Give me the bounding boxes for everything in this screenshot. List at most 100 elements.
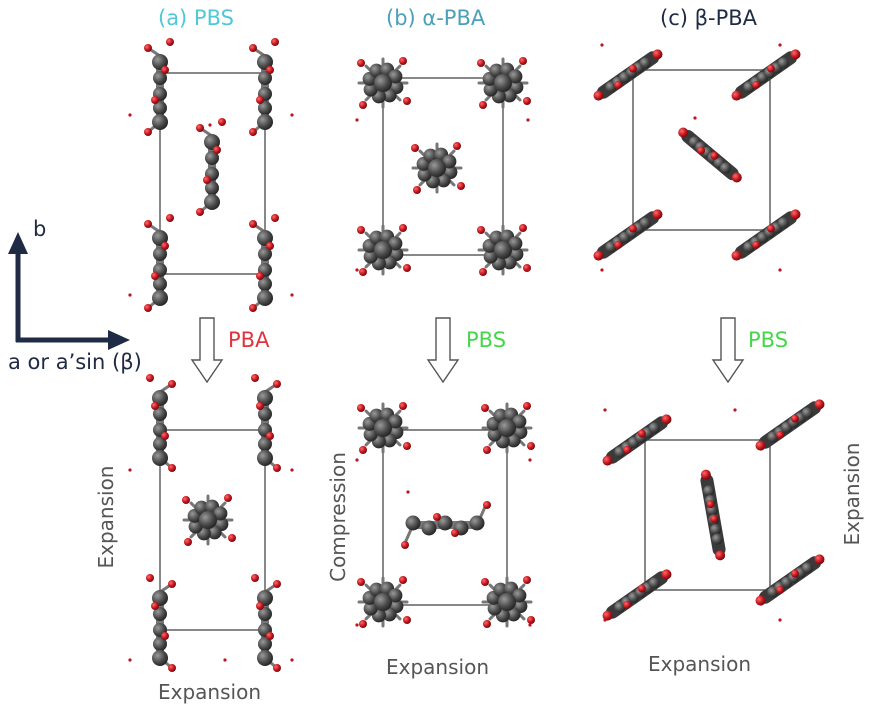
- oxygen-atom: [249, 128, 257, 136]
- oxygen-fragment: [223, 658, 227, 662]
- oxygen-fragment: [128, 113, 132, 117]
- oxygen-atom: [399, 224, 407, 232]
- oxygen-atom: [213, 146, 221, 154]
- oxygen-atom: [256, 602, 264, 610]
- carbon-atom: [257, 590, 273, 606]
- carbon-atom: [207, 525, 222, 540]
- oxygen-atom: [481, 578, 489, 586]
- carbon-atom: [801, 407, 813, 419]
- carbon-atom: [512, 414, 527, 429]
- oxygen-atom: [273, 380, 281, 388]
- oxygen-atom: [399, 57, 407, 65]
- molecule-chain: [144, 38, 174, 136]
- panel-b-title: (b) α-PBA: [386, 6, 486, 30]
- oxygen-atom: [477, 226, 485, 234]
- carbon-atom: [489, 63, 504, 78]
- oxygen-atom: [251, 374, 259, 382]
- oxygen-atom: [411, 144, 419, 152]
- oxygen-atom: [790, 209, 801, 220]
- carbon-atom: [258, 247, 272, 261]
- carbon-atom: [777, 217, 789, 229]
- panel-b-side-label: Compression: [326, 452, 350, 582]
- carbon-atom: [382, 255, 397, 270]
- oxygen-atom: [266, 432, 274, 440]
- oxygen-fragment: [526, 268, 530, 272]
- carbon-atom: [152, 650, 168, 666]
- oxygen-fragment: [406, 490, 410, 494]
- oxygen-atom: [161, 432, 169, 440]
- oxygen-fragment: [355, 458, 359, 462]
- oxygen-fragment: [603, 408, 607, 412]
- oxygen-atom: [623, 600, 632, 609]
- axis-a-arrowhead: [108, 330, 130, 350]
- carbon-atom: [388, 236, 403, 251]
- oxygen-atom: [623, 445, 632, 454]
- carbon-atom: [436, 173, 451, 188]
- oxygen-atom: [249, 304, 257, 312]
- carbon-atom: [777, 57, 789, 69]
- carbon-atom: [494, 241, 512, 259]
- oxygen-fragment: [778, 43, 782, 47]
- molecule-stick: [731, 209, 801, 261]
- carbon-atom: [388, 69, 403, 84]
- carbon-atom: [487, 601, 502, 616]
- carbon-atom: [506, 433, 521, 448]
- carbon-atom: [428, 159, 446, 177]
- molecule-star: [481, 576, 535, 628]
- oxygen-atom: [731, 250, 742, 261]
- oxygen-fragment: [355, 268, 359, 272]
- carbon-atom: [258, 437, 272, 451]
- oxygen-atom: [519, 57, 527, 65]
- carbon-atom: [153, 101, 167, 115]
- carbon-atom: [194, 500, 209, 515]
- oxygen-atom: [256, 402, 264, 410]
- carbon-atom: [152, 450, 168, 466]
- carbon-atom: [405, 515, 421, 531]
- oxygen-atom: [184, 538, 192, 546]
- molecule-star: [357, 402, 411, 454]
- oxygen-atom: [628, 224, 637, 233]
- carbon-atom: [711, 533, 723, 545]
- oxygen-atom: [151, 96, 159, 104]
- oxygen-atom: [706, 500, 715, 509]
- carbon-atom: [421, 520, 437, 536]
- carbon-atom: [204, 194, 220, 210]
- oxygen-atom: [814, 554, 825, 565]
- oxygen-fragment: [290, 658, 294, 662]
- carbon-atom: [199, 511, 217, 529]
- carbon-atom: [363, 427, 378, 442]
- carbon-atom: [258, 407, 272, 421]
- oxygen-atom: [814, 399, 825, 410]
- oxygen-atom: [433, 513, 441, 521]
- oxygen-fragment: [600, 43, 604, 47]
- oxygen-atom: [359, 620, 367, 628]
- oxygen-fragment: [693, 116, 697, 120]
- oxygen-atom: [203, 176, 211, 184]
- molecule-stick: [593, 209, 663, 261]
- oxygen-atom: [710, 151, 719, 160]
- carbon-atom: [388, 414, 403, 429]
- transition-arrows: [190, 317, 745, 384]
- carbon-atom: [417, 167, 432, 182]
- oxygen-atom: [678, 127, 689, 138]
- oxygen-atom: [652, 49, 663, 60]
- carbon-atom: [502, 255, 517, 270]
- molecule-stick: [602, 414, 672, 466]
- oxygen-atom: [359, 446, 367, 454]
- oxygen-atom: [451, 529, 459, 537]
- oxygen-atom: [523, 576, 531, 584]
- axis-b-arrowhead: [8, 232, 28, 254]
- carbon-atom: [153, 637, 167, 651]
- carbon-atom: [508, 69, 523, 84]
- carbon-atom: [152, 114, 168, 130]
- carbon-atom: [801, 562, 813, 574]
- carbon-atom: [152, 290, 168, 306]
- oxygen-atom: [144, 44, 152, 52]
- oxygen-atom: [357, 404, 365, 412]
- molecule-star: [182, 494, 236, 546]
- carbon-atom: [382, 607, 397, 622]
- carbon-atom: [363, 601, 378, 616]
- oxygen-atom: [790, 49, 801, 60]
- carbon-atom: [153, 437, 167, 451]
- oxygen-atom: [661, 569, 672, 580]
